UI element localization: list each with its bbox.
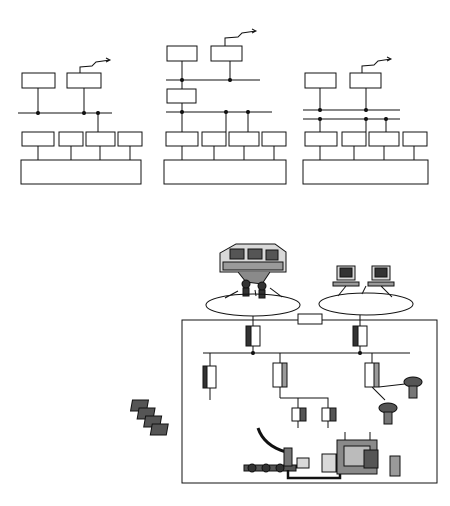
io-module bbox=[58, 131, 84, 147]
io-module bbox=[21, 131, 55, 147]
bus-node bbox=[82, 111, 86, 115]
radio-link-arrow bbox=[224, 30, 257, 46]
io-module bbox=[228, 131, 260, 147]
radio-link-arrow bbox=[79, 59, 111, 73]
io-module bbox=[304, 131, 338, 147]
arrowhead bbox=[105, 57, 112, 63]
console-links bbox=[224, 285, 393, 299]
field-station-icon bbox=[202, 365, 217, 389]
engineering-workstations-icon bbox=[332, 265, 395, 287]
architecture-panel-a bbox=[18, 57, 143, 185]
process-box bbox=[163, 159, 287, 185]
controller-cabinet-icon bbox=[245, 316, 261, 347]
io-module bbox=[165, 131, 199, 147]
gateway-label-box bbox=[297, 313, 323, 325]
io-module bbox=[261, 131, 287, 147]
workstation-box bbox=[349, 72, 382, 89]
gateway-box bbox=[166, 88, 197, 104]
workstation-box bbox=[21, 72, 56, 89]
workstation-box bbox=[210, 45, 243, 62]
transmitters-icon bbox=[279, 387, 337, 428]
io-module bbox=[341, 131, 367, 147]
io-module bbox=[201, 131, 227, 147]
radio-link-arrow bbox=[361, 58, 392, 73]
arrowhead bbox=[386, 56, 393, 62]
io-module bbox=[368, 131, 400, 147]
process-box bbox=[20, 159, 142, 185]
engineering-network-ellipse bbox=[318, 292, 414, 316]
control-room-console-icon bbox=[219, 243, 287, 299]
io-cards-icon bbox=[129, 388, 211, 436]
io-module bbox=[402, 131, 428, 147]
io-module bbox=[117, 131, 143, 147]
architecture-panel-c bbox=[302, 56, 429, 185]
operator-network-ellipse bbox=[205, 293, 301, 317]
bus-node bbox=[364, 108, 368, 112]
workstation-box bbox=[66, 72, 102, 89]
field-station-icon bbox=[272, 362, 288, 388]
bus-node bbox=[228, 78, 232, 82]
io-module bbox=[85, 131, 116, 147]
arrowhead bbox=[251, 28, 258, 34]
process-box bbox=[302, 159, 429, 185]
bus-node bbox=[318, 108, 322, 112]
field-station-icon bbox=[364, 362, 380, 388]
plant-network-scene bbox=[129, 243, 438, 484]
architecture-panel-b bbox=[163, 28, 287, 185]
workstation-box bbox=[166, 45, 198, 62]
process-equipment-icon bbox=[243, 427, 401, 480]
valve-actuators-icon bbox=[371, 376, 423, 425]
bus-node bbox=[36, 111, 40, 115]
workstation-box bbox=[304, 72, 337, 89]
